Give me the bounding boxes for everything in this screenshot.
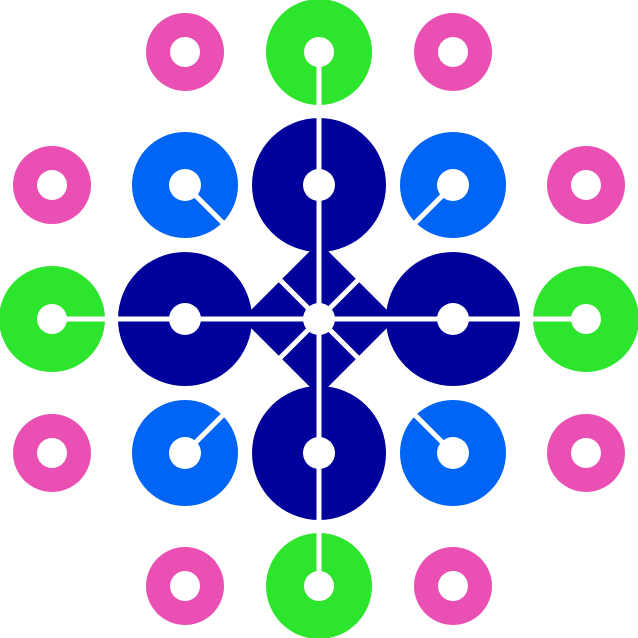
hole-green-right [571,304,601,334]
hole-green-left [37,304,67,334]
hole-blue-bl [169,437,201,469]
hole-blue-br [437,437,469,469]
hole-pink-2 [438,37,468,67]
holes [37,37,601,601]
hole-center [303,303,335,335]
hole-navy-bottom [303,437,335,469]
hole-blue-tr [437,169,469,201]
hole-green-top [304,37,334,67]
hole-blue-tl [169,169,201,201]
hole-pink-1 [170,37,200,67]
hole-pink-4 [571,170,601,200]
hole-pink-8 [438,571,468,601]
hole-pink-6 [571,438,601,468]
hole-pink-5 [37,438,67,468]
hole-navy-right [437,303,469,335]
hole-pink-7 [170,571,200,601]
hole-pink-3 [37,170,67,200]
hole-navy-top [303,169,335,201]
hole-navy-left [169,303,201,335]
hole-green-bottom [304,571,334,601]
